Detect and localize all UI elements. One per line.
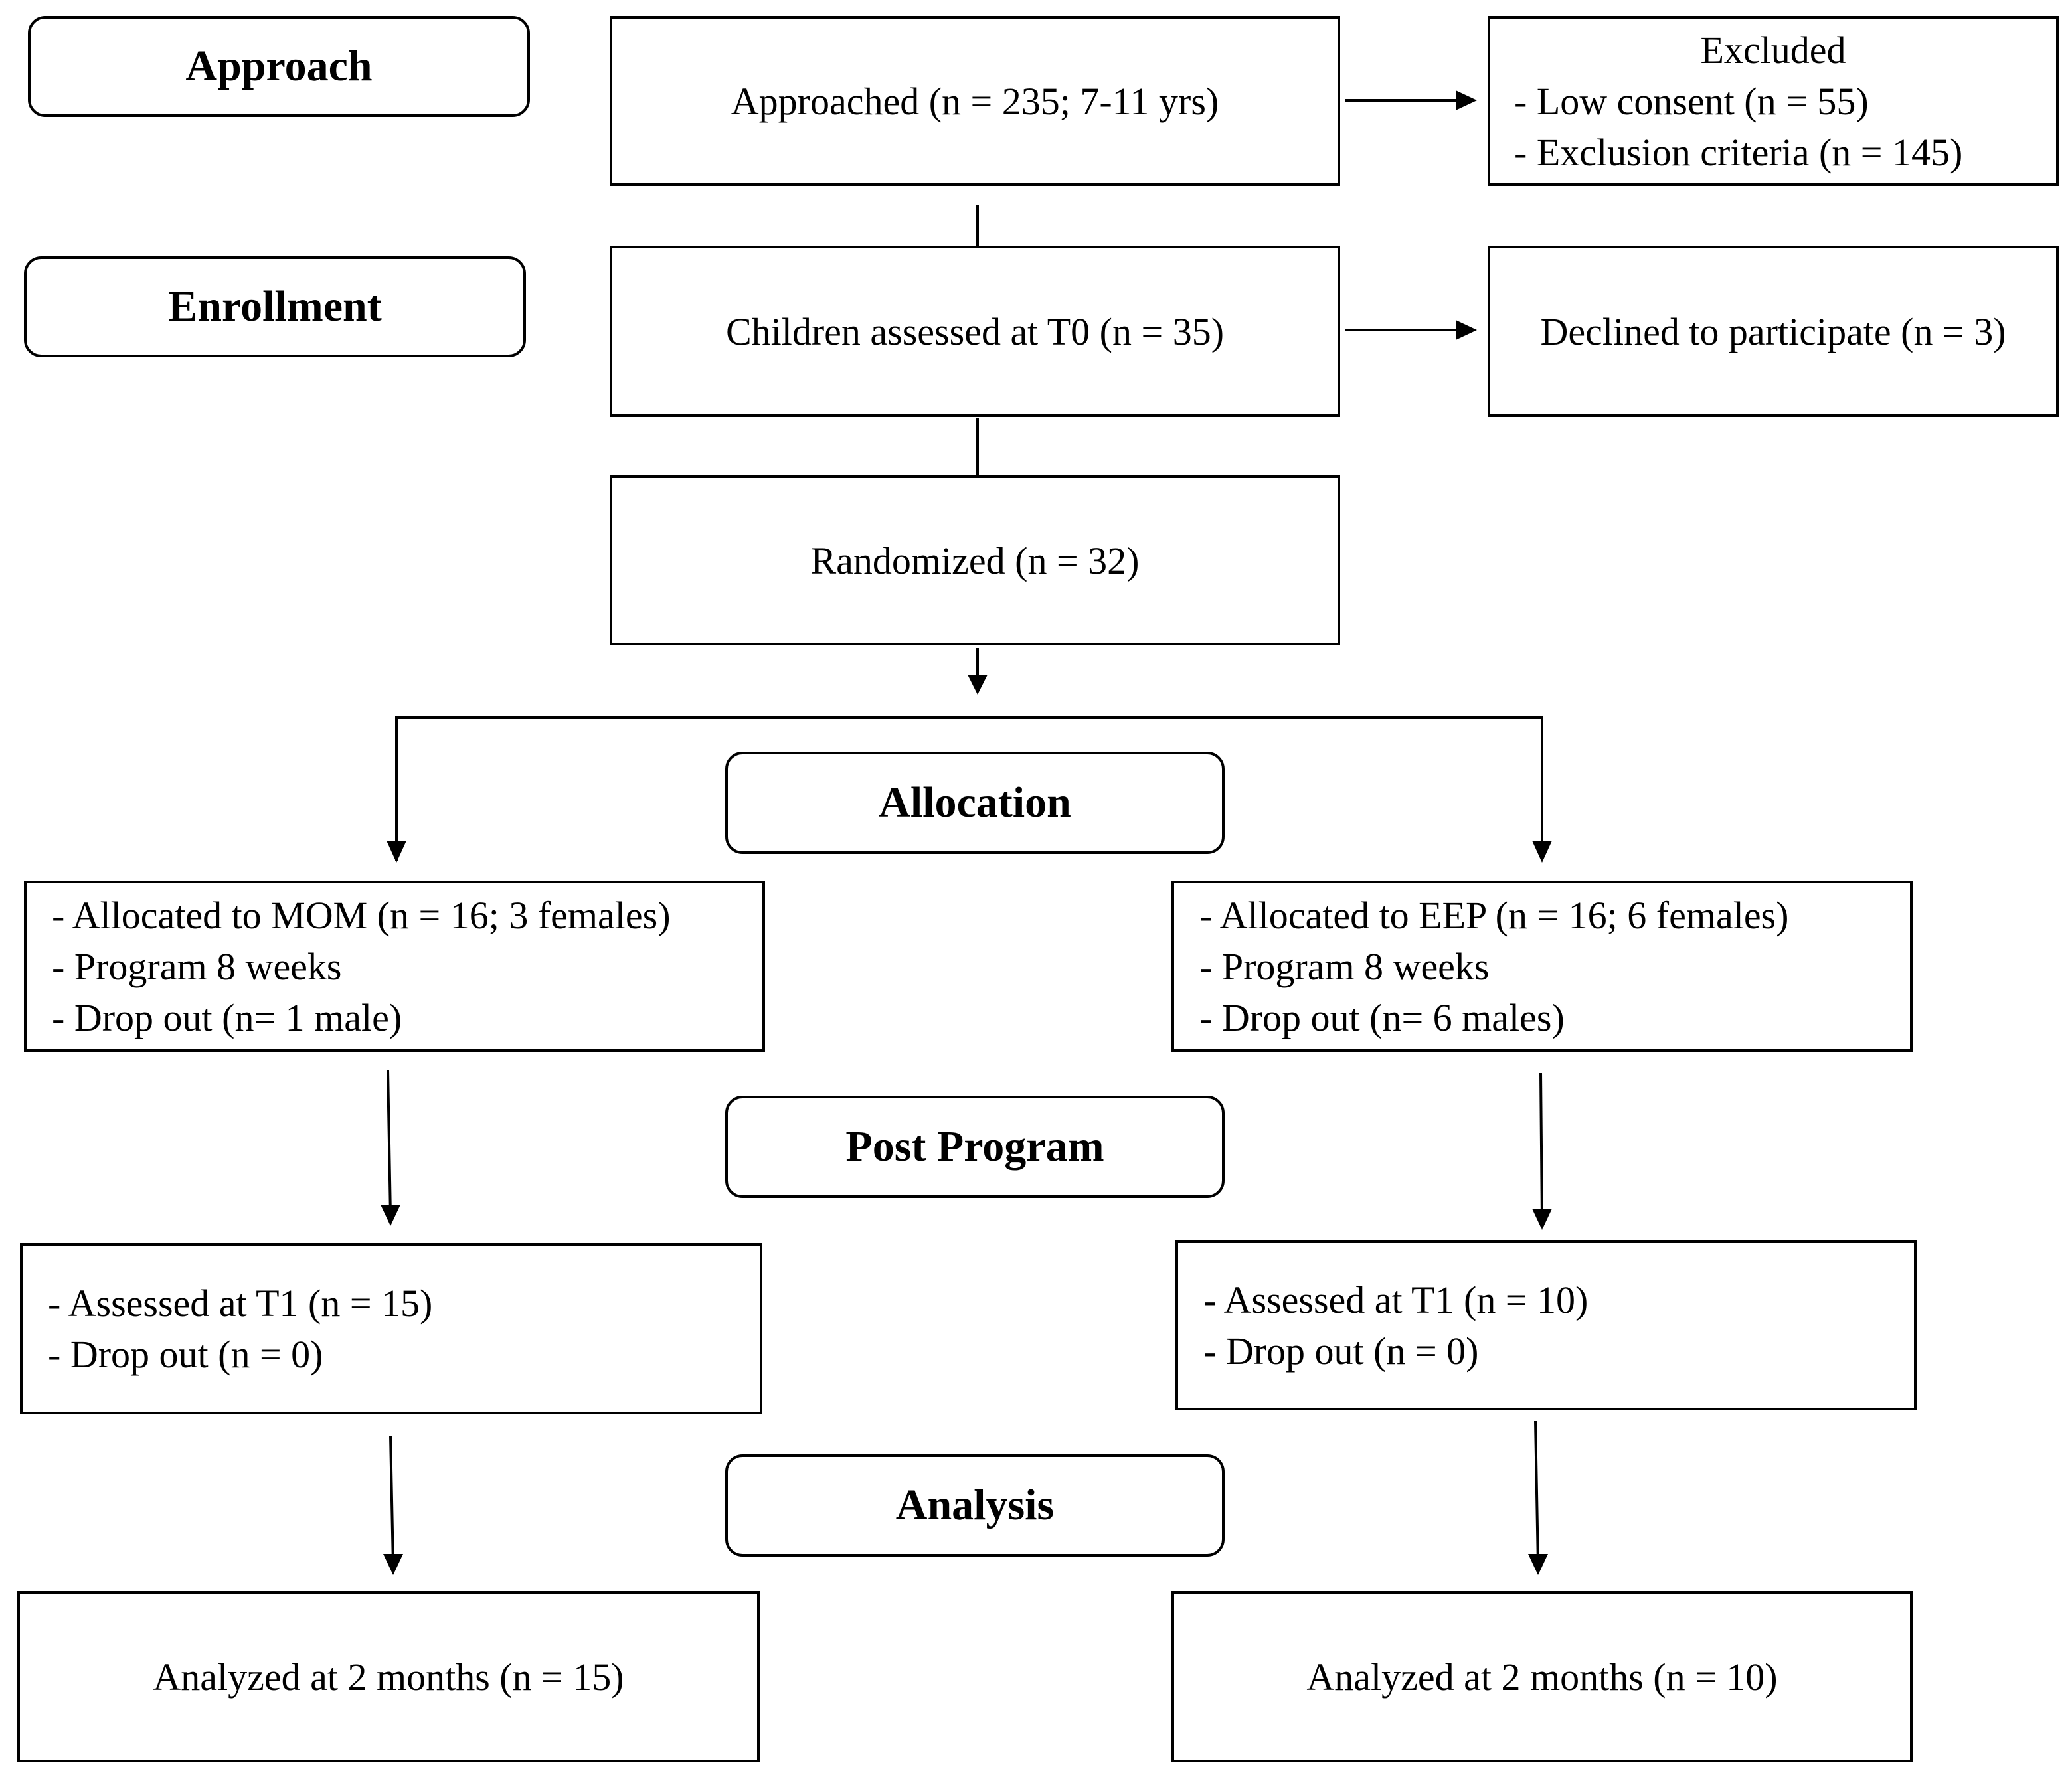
excluded-box: Excluded - Low consent (n = 55) - Exclus… (1488, 16, 2059, 186)
arrowhead (1456, 90, 1477, 110)
assessed-t0-text: Children assessed at T0 (n = 35) (725, 309, 1225, 353)
excluded-item-criteria: - Exclusion criteria (n = 145) (1514, 130, 1963, 174)
stage-approach: Approach (28, 16, 530, 117)
eep-allocation-line-1: - Allocated to EEP (n = 16; 6 females) (1199, 893, 1789, 937)
eep-analysis-text: Analyzed at 2 months (n = 10) (1306, 1655, 1778, 1699)
stage-approach-label: Approach (185, 42, 373, 90)
arrow-eep-alloc-to-t1 (1539, 1072, 1543, 1220)
arrowhead (1532, 1209, 1552, 1230)
arrowhead (968, 675, 988, 695)
arrowhead (383, 1554, 403, 1575)
stage-analysis-label: Analysis (895, 1481, 1055, 1529)
branch-line (395, 716, 1543, 861)
assessed-t0-box: Children assessed at T0 (n = 35) (610, 246, 1340, 417)
eep-t1-line-1: - Assessed at T1 (n = 10) (1203, 1278, 1589, 1321)
arrowhead (1528, 1554, 1548, 1575)
mom-allocation-line-1: - Allocated to MOM (n = 16; 3 females) (52, 893, 671, 937)
eep-allocation-line-2: - Program 8 weeks (1199, 944, 1490, 988)
arrowhead (387, 841, 406, 863)
declined-text: Declined to participate (n = 3) (1540, 309, 2006, 353)
arrow-mom-alloc-to-t1 (387, 1070, 392, 1216)
mom-allocation-line-2: - Program 8 weeks (52, 944, 342, 988)
mom-allocation-line-3: - Drop out (n= 1 male) (52, 995, 402, 1039)
stage-post-program-label: Post Program (845, 1122, 1104, 1171)
arrow-eep-t1-to-analysis (1534, 1420, 1539, 1565)
mom-allocation-box: - Allocated to MOM (n = 16; 3 females) -… (24, 881, 765, 1052)
approached-text: Approached (n = 235; 7-11 yrs) (731, 79, 1219, 123)
stage-enrollment-label: Enrollment (168, 282, 382, 331)
approached-box: Approached (n = 235; 7-11 yrs) (610, 16, 1340, 186)
mom-analysis-text: Analyzed at 2 months (n = 15) (153, 1655, 624, 1699)
mom-t1-line-2: - Drop out (n = 0) (48, 1333, 323, 1376)
arrowhead (1456, 320, 1477, 340)
mom-analysis-box: Analyzed at 2 months (n = 15) (17, 1591, 760, 1762)
excluded-title: Excluded (1700, 28, 1846, 72)
stage-enrollment: Enrollment (24, 256, 526, 357)
arrow-mom-t1-to-analysis (389, 1435, 394, 1565)
eep-allocation-line-3: - Drop out (n= 6 males) (1199, 995, 1565, 1039)
eep-allocation-box: - Allocated to EEP (n = 16; 6 females) -… (1171, 881, 1913, 1052)
randomized-box: Randomized (n = 32) (610, 475, 1340, 645)
eep-t1-box: - Assessed at T1 (n = 10) - Drop out (n … (1175, 1240, 1917, 1410)
excluded-item-low-consent: - Low consent (n = 55) (1514, 79, 1869, 123)
stage-allocation-label: Allocation (879, 778, 1071, 827)
arrowhead (1532, 841, 1552, 863)
stage-allocation: Allocation (725, 752, 1225, 854)
randomized-text: Randomized (n = 32) (810, 539, 1140, 582)
arrowhead (381, 1205, 400, 1226)
eep-analysis-box: Analyzed at 2 months (n = 10) (1171, 1591, 1913, 1762)
mom-t1-line-1: - Assessed at T1 (n = 15) (48, 1282, 433, 1325)
stage-analysis: Analysis (725, 1454, 1225, 1557)
declined-box: Declined to participate (n = 3) (1488, 246, 2059, 417)
mom-t1-box: - Assessed at T1 (n = 15) - Drop out (n … (20, 1243, 762, 1414)
stage-post-program: Post Program (725, 1096, 1225, 1198)
eep-t1-line-2: - Drop out (n = 0) (1203, 1329, 1479, 1373)
